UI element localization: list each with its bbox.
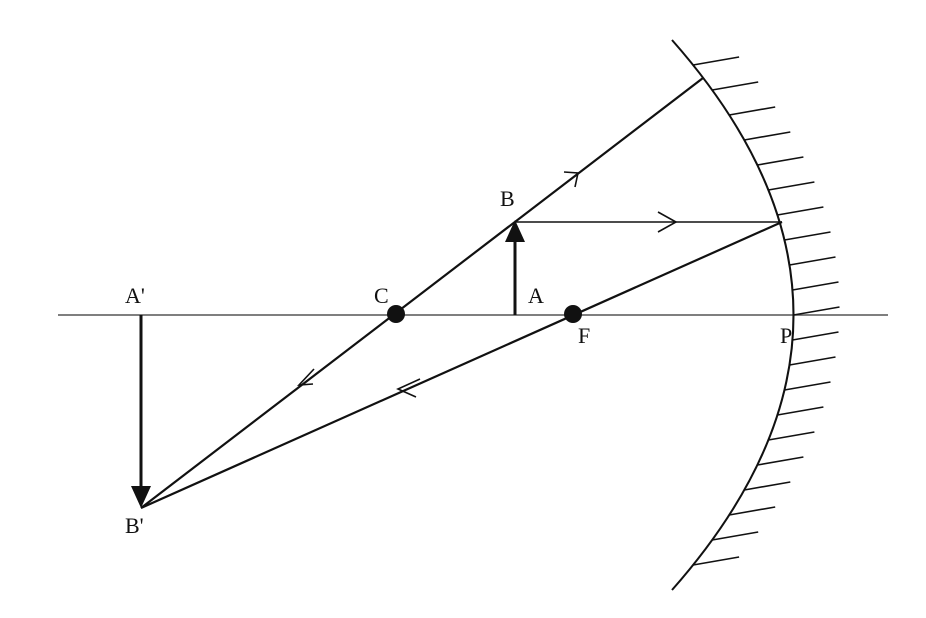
mirror-hatch-line bbox=[777, 206, 824, 216]
mirror-hatch-line bbox=[793, 306, 840, 316]
label-a-prime: A' bbox=[125, 283, 145, 308]
focus-point bbox=[564, 305, 582, 323]
mirror-hatch-line bbox=[729, 506, 776, 516]
mirror-hatch-line bbox=[729, 106, 776, 116]
mirror-hatch-line bbox=[789, 356, 836, 366]
mirror-hatch-line bbox=[757, 156, 804, 166]
mirror-hatch-line bbox=[789, 256, 836, 266]
label-c: C bbox=[374, 283, 389, 308]
mirror-hatch-line bbox=[712, 531, 759, 541]
label-b-prime: B' bbox=[125, 513, 144, 538]
label-p: P bbox=[780, 323, 792, 348]
mirror-hatch-line bbox=[777, 406, 824, 416]
mirror-hatch-line bbox=[757, 456, 804, 466]
object-arrowhead bbox=[505, 220, 525, 242]
mirror-hatch-line bbox=[744, 481, 791, 491]
label-b: B bbox=[500, 186, 515, 211]
mirror-hatching bbox=[692, 56, 840, 566]
mirror-hatch-line bbox=[744, 131, 791, 141]
label-f: F bbox=[578, 323, 590, 348]
center-of-curvature-point bbox=[387, 305, 405, 323]
mirror-hatch-line bbox=[792, 281, 839, 291]
image-arrowhead bbox=[131, 486, 151, 508]
ray-direction-arrow-reflected-lower bbox=[396, 378, 421, 398]
mirror-hatch-line bbox=[692, 556, 740, 566]
ray-direction-arrow-reflected-upper bbox=[297, 368, 315, 386]
ray-direction-arrow-incident bbox=[563, 171, 579, 188]
label-a: A bbox=[528, 283, 544, 308]
mirror-hatch-line bbox=[768, 431, 815, 441]
ray-reflected-through-focus bbox=[140, 220, 783, 510]
mirror-hatch-line bbox=[692, 56, 740, 66]
mirror-hatch-line bbox=[792, 331, 839, 341]
mirror-hatch-line bbox=[784, 381, 831, 391]
ray-direction-arrow-parallel bbox=[657, 211, 678, 233]
mirror-hatch-line bbox=[784, 231, 831, 241]
mirror-hatch-line bbox=[768, 181, 815, 191]
ray-through-center-of-curvature bbox=[140, 77, 704, 509]
mirror-hatch-line bbox=[712, 81, 759, 91]
